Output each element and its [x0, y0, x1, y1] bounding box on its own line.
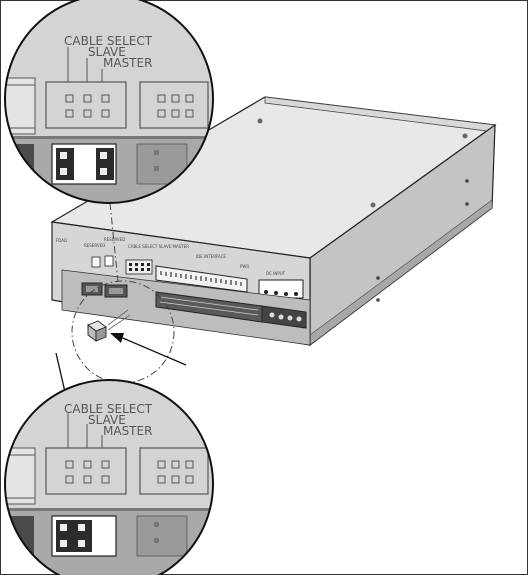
jumper-detail-circle	[71, 280, 175, 384]
callout-rim	[4, 0, 214, 204]
pointer-arrow-line	[117, 335, 187, 366]
jumper-block-reserved	[104, 255, 114, 267]
power-pins	[264, 290, 298, 296]
panel-label-reserved-b: RESERVED	[104, 237, 125, 242]
adjacent-header-frame	[139, 447, 209, 495]
audio-connector-socket	[109, 288, 123, 294]
callout-magnifier-bottom: CABLE SELECT SLAVE MASTER	[4, 379, 214, 575]
panel-label-dc: DC INPUT	[266, 271, 286, 276]
panel-label-reserved-a: RESERVED	[84, 243, 105, 248]
power-plug-pins	[269, 312, 302, 322]
screw	[465, 179, 469, 183]
screw	[465, 202, 469, 206]
motion-line	[107, 314, 131, 331]
label-slave: SLAVE	[88, 45, 126, 59]
adjacent-header-frame	[139, 81, 209, 129]
screw	[376, 276, 380, 280]
screw	[376, 298, 380, 302]
screw	[257, 118, 263, 124]
label-cable-select: CABLE SELECT	[64, 34, 153, 48]
jumper-legend-frame	[45, 81, 127, 129]
panel-label-jumper: CABLE SELECT SLAVE MASTER	[128, 244, 189, 249]
pointer-arrow-line	[55, 352, 66, 393]
jumper-empty	[78, 148, 94, 180]
ide-connector-pins	[160, 271, 242, 286]
ide-header-pins	[159, 296, 259, 316]
panel-label-ide: IDE INTERFACE	[196, 254, 226, 259]
power-plug	[261, 305, 307, 329]
callout-rim	[4, 379, 214, 575]
jumper-empty	[96, 520, 112, 552]
motion-line	[107, 309, 129, 326]
left-panel-block	[5, 447, 36, 505]
screw	[462, 133, 468, 139]
pin-outline-grid	[65, 460, 110, 484]
pin-outline-grid	[157, 94, 194, 118]
pin-outline-grid	[65, 94, 110, 118]
callout-leader-top	[109, 202, 119, 283]
jumper-pins	[129, 263, 150, 271]
jumper-block-master-slave	[125, 259, 153, 275]
label-master: MASTER	[103, 424, 152, 438]
label-slave: SLAVE	[88, 413, 126, 427]
pin-outline-grid	[157, 460, 194, 484]
jumper-block-reserved	[91, 256, 101, 268]
panel-label-pwr: PWR	[240, 264, 249, 269]
right-connector	[136, 515, 188, 557]
screw	[370, 202, 376, 208]
label-master: MASTER	[103, 56, 152, 70]
jumper-shunt	[87, 320, 107, 342]
label-cable-select: CABLE SELECT	[64, 402, 153, 416]
audio-connector-socket	[86, 286, 98, 292]
callout-magnifier-top: CABLE SELECT SLAVE MASTER	[4, 0, 214, 204]
jumper-legend-frame	[45, 447, 127, 495]
panel-label-left: FDAD	[56, 238, 67, 243]
pointer-arrow-head	[110, 333, 124, 343]
cd-drive-unit: FDAD RESERVED RESERVED CABLE SELECT SLAV…	[50, 96, 497, 347]
